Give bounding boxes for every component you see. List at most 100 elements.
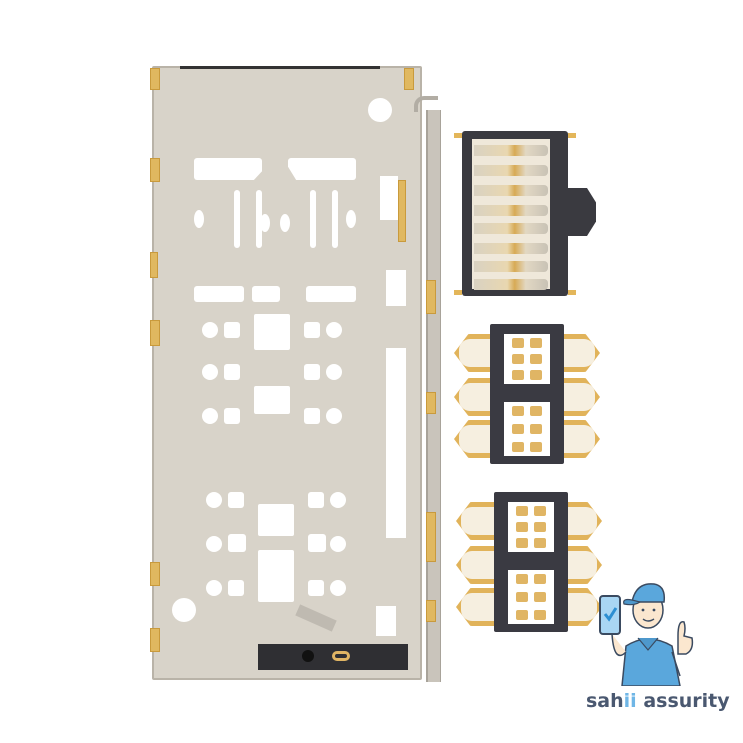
round-hole <box>326 364 342 380</box>
square-hole <box>224 364 240 380</box>
square-hole <box>258 504 294 536</box>
contact-pad <box>530 424 542 434</box>
contact-finger <box>474 223 548 234</box>
contact-pad <box>530 442 542 452</box>
contact-pad <box>516 574 528 584</box>
contact-pad <box>534 538 546 548</box>
gold-tab <box>150 252 158 278</box>
connector-window <box>472 139 550 290</box>
round-hole <box>330 536 346 552</box>
contact-finger <box>474 261 548 272</box>
square-hole <box>228 580 244 596</box>
square-hole <box>308 580 324 596</box>
round-hole <box>202 364 218 380</box>
square-hole <box>224 408 240 424</box>
sim-window <box>508 502 554 552</box>
sim-contact-connector-bottom <box>454 492 604 634</box>
solder-pin <box>568 133 576 138</box>
gold-tab <box>426 600 436 622</box>
solder-pin <box>454 133 462 138</box>
square-hole <box>228 534 246 552</box>
square-hole <box>308 492 324 508</box>
contact-pad <box>512 406 524 416</box>
square-hole <box>254 386 290 414</box>
contact-finger <box>474 243 548 254</box>
tray-side-rail <box>426 110 441 682</box>
round-hole <box>330 492 346 508</box>
solder-pin <box>568 290 576 295</box>
contact-pad <box>512 442 524 452</box>
square-hole <box>254 314 290 350</box>
memory-card-connector <box>462 131 568 296</box>
side-window <box>376 606 396 636</box>
connector-tab <box>566 188 596 236</box>
contact-finger <box>474 145 548 156</box>
sim-window <box>508 570 554 624</box>
side-window <box>386 270 406 306</box>
round-hole <box>206 536 222 552</box>
contact-pad <box>512 370 524 380</box>
brand-text: assurity <box>636 690 730 712</box>
round-hole <box>330 580 346 596</box>
gold-tab <box>150 320 160 346</box>
contact-pad <box>534 592 546 602</box>
contact-pad <box>534 522 546 532</box>
mount-hole <box>368 98 392 122</box>
contact-pad <box>530 354 542 364</box>
contact-pad <box>512 338 524 348</box>
round-hole <box>206 580 222 596</box>
slot <box>252 286 280 302</box>
brand-highlight: ii <box>623 690 637 712</box>
sim-window <box>504 334 550 384</box>
round-hole <box>202 408 218 424</box>
gold-tab <box>150 68 160 90</box>
oval-hole <box>280 214 290 232</box>
slot <box>288 158 356 180</box>
contact-pad <box>534 574 546 584</box>
square-hole <box>224 322 240 338</box>
contact-pad <box>530 338 542 348</box>
square-hole <box>304 364 320 380</box>
mount-hole <box>172 598 196 622</box>
gold-tab <box>426 512 436 562</box>
round-hole <box>206 492 222 508</box>
slit <box>256 190 262 248</box>
switch-button <box>302 650 314 662</box>
brand-text: sah <box>586 690 624 712</box>
mascot-icon <box>599 583 694 687</box>
contact-pad <box>534 610 546 620</box>
square-hole <box>304 408 320 424</box>
gold-tab <box>150 158 160 182</box>
slot <box>194 158 262 180</box>
slit <box>310 190 316 248</box>
sim-tray-frame <box>150 66 422 680</box>
round-hole <box>326 408 342 424</box>
side-window <box>386 348 406 538</box>
contact-pad <box>530 370 542 380</box>
square-hole <box>308 534 326 552</box>
contact-finger <box>474 165 548 176</box>
round-hole <box>326 322 342 338</box>
contact-finger <box>474 205 548 216</box>
contact-finger <box>474 279 548 290</box>
gold-tab <box>426 280 436 314</box>
brand-logo-text: sahii assurity <box>586 690 730 712</box>
round-hole <box>202 322 218 338</box>
detect-switch <box>258 644 408 670</box>
contact-pad <box>512 424 524 434</box>
slit <box>332 190 338 248</box>
square-hole <box>258 550 294 602</box>
contact-pad <box>516 522 528 532</box>
solder-pin <box>454 290 462 295</box>
gold-tab <box>150 628 160 652</box>
square-hole <box>304 322 320 338</box>
oval-hole <box>346 210 356 228</box>
rail-hook <box>414 96 438 112</box>
sim-window <box>504 402 550 456</box>
contact-pad <box>516 538 528 548</box>
sim-connector-body <box>490 324 564 464</box>
contact-finger <box>474 185 548 196</box>
gold-tab <box>150 562 160 586</box>
gold-tab <box>398 180 406 242</box>
side-window <box>380 176 398 220</box>
